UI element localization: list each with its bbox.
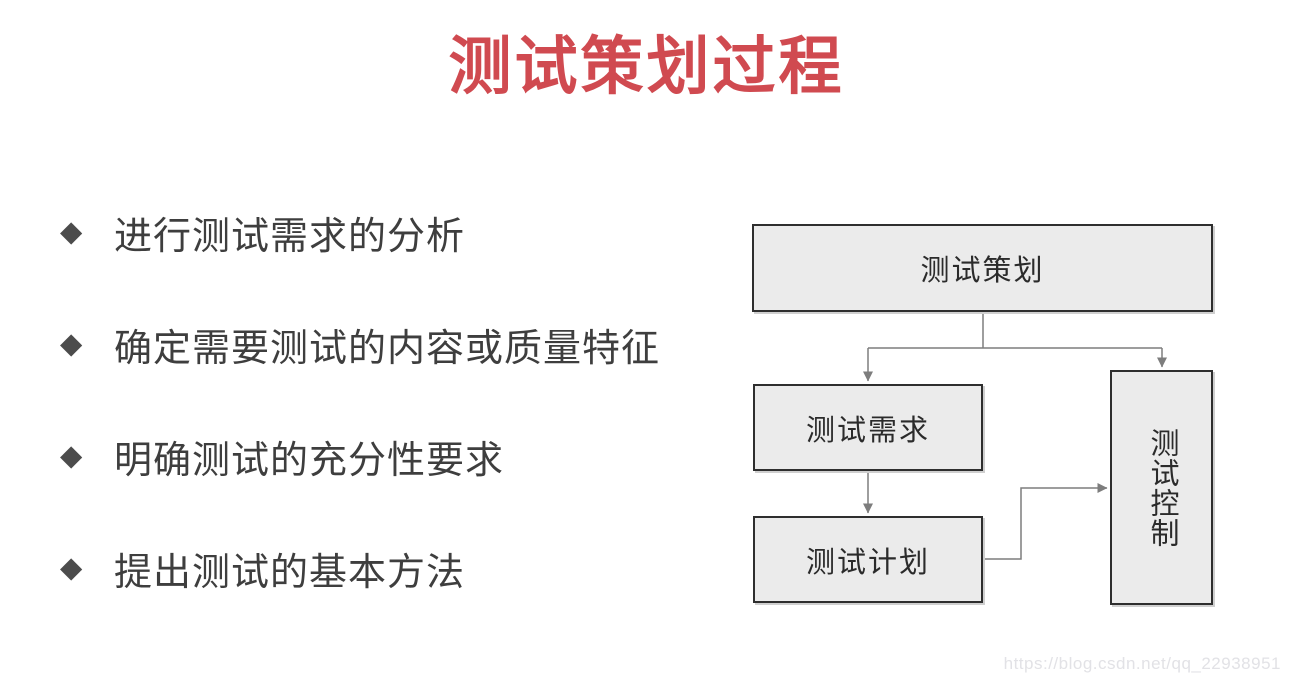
bullet-label: 明确测试的充分性要求 [114, 439, 505, 482]
bullet-list: ◆ 进行测试需求的分析 ◆ 确定需要测试的内容或质量特征 ◆ 明确测试的充分性要… [60, 208, 660, 656]
flowchart-node-plan: 测试计划 [753, 516, 983, 603]
flowchart-node-planning: 测试策划 [752, 224, 1213, 312]
node-label: 测试控制 [1146, 427, 1178, 548]
arrow-plan-to-control [983, 483, 1108, 560]
node-label: 测试需求 [805, 414, 930, 447]
page-title: 测试策划过程 [448, 32, 845, 102]
csdn-watermark: https://blog.csdn.net/qq_22938951 [1003, 654, 1281, 673]
bullet-label: 确定需要测试的内容或质量特征 [114, 327, 661, 370]
list-item: ◆ 明确测试的充分性要求 [60, 432, 660, 482]
bullet-label: 提出测试的基本方法 [114, 551, 466, 594]
flowchart-connectors [863, 312, 1167, 560]
diamond-bullet-icon: ◆ [60, 327, 83, 360]
diamond-bullet-icon: ◆ [60, 551, 83, 584]
flowchart: 测试策划 测试需求 测试计划 测试控制 [740, 210, 1240, 622]
list-item: ◆ 进行测试需求的分析 [60, 208, 660, 258]
list-item: ◆ 确定需要测试的内容或质量特征 [60, 320, 660, 370]
list-item: ◆ 提出测试的基本方法 [60, 544, 660, 594]
diamond-bullet-icon: ◆ [60, 439, 83, 472]
diamond-bullet-icon: ◆ [60, 215, 83, 248]
node-label: 测试策划 [920, 255, 1045, 287]
bullet-label: 进行测试需求的分析 [114, 215, 466, 258]
flowchart-node-requirements: 测试需求 [753, 384, 983, 471]
flowchart-node-control: 测试控制 [1110, 370, 1213, 605]
node-label: 测试计划 [805, 546, 930, 579]
